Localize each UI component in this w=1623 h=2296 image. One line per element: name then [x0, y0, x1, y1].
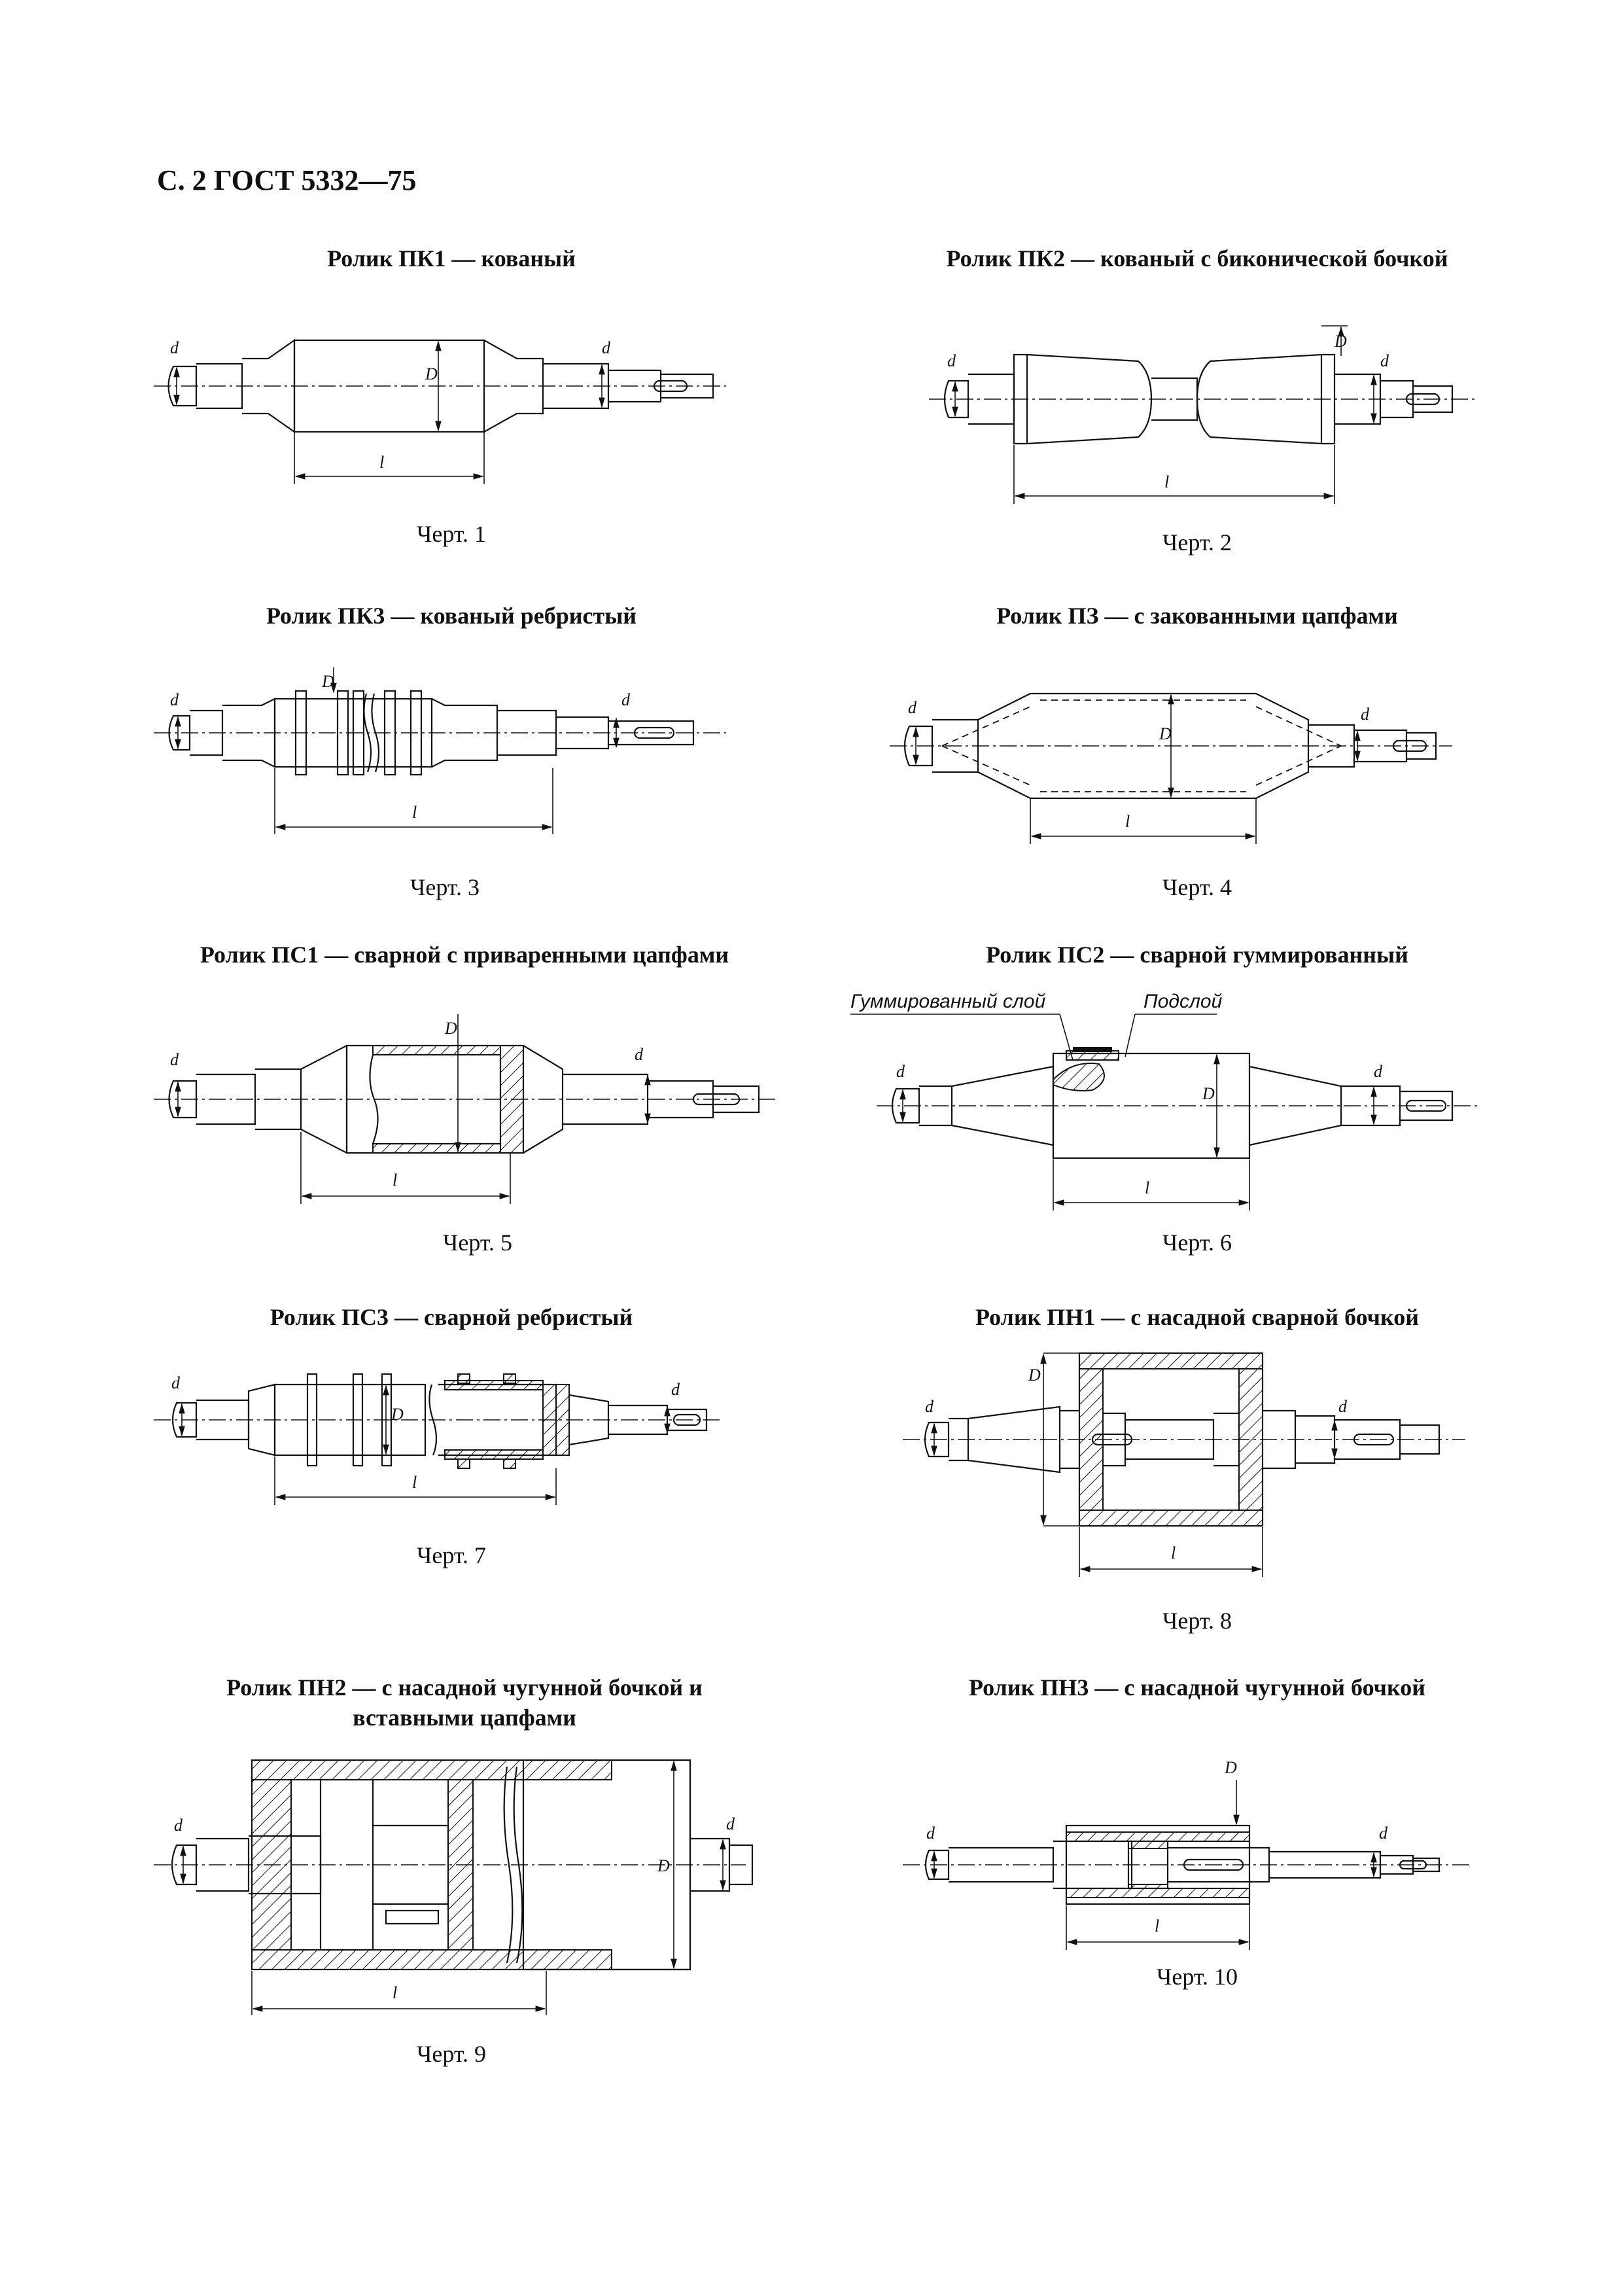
fig8-d-right: d	[1338, 1397, 1348, 1416]
figure-3-title: Ролик ПК3 — кованый ребристый	[266, 603, 637, 629]
figure-1-caption: Черт. 1	[417, 521, 486, 547]
fig10-D: D	[1224, 1758, 1237, 1777]
fig1-D: D	[425, 364, 438, 383]
figure-1-title: Ролик ПК1 — кованый	[327, 245, 576, 272]
fig6-D: D	[1202, 1084, 1215, 1103]
fig1-d-right: d	[602, 338, 611, 357]
fig2-d-right: d	[1380, 351, 1389, 370]
figure-7-title: Ролик ПС3 — сварной ребристый	[270, 1304, 633, 1330]
fig2-l: l	[1164, 472, 1169, 491]
fig8-l: l	[1171, 1544, 1176, 1563]
fig9-d-left: d	[174, 1816, 183, 1835]
fig7-d-left: d	[171, 1373, 181, 1392]
figure-5-caption: Черт. 5	[443, 1229, 512, 1256]
fig5-d-left: d	[170, 1050, 179, 1069]
figure-9-title: Ролик ПН2 — с насадной чугунной бочкой и…	[226, 1674, 703, 1731]
figure-4-caption: Черт. 4	[1162, 874, 1232, 900]
fig3-D: D	[321, 672, 334, 691]
figure-5-title: Ролик ПС1 — сварной с приваренными цапфа…	[200, 942, 729, 968]
figure-10-title: Ролик ПН3 — с насадной чугунной бочкой	[969, 1674, 1425, 1701]
fig7-D: D	[391, 1405, 404, 1424]
fig10-d-left: d	[926, 1824, 935, 1843]
figure-4-drawing: d D d l	[890, 692, 1452, 844]
figure-4-title: Ролик ПЗ — с закованными цапфами	[996, 603, 1398, 629]
fig6-d-right: d	[1374, 1062, 1383, 1081]
figure-6-drawing: d D d l	[850, 1014, 1478, 1210]
fig3-d-right: d	[621, 690, 631, 709]
fig4-D: D	[1159, 724, 1172, 743]
figure-9-caption: Черт. 9	[417, 2041, 486, 2067]
figure-6-title: Ролик ПС2 — сварной гуммированный	[986, 942, 1408, 968]
fig10-d-right: d	[1379, 1824, 1388, 1843]
figure-7-caption: Черт. 7	[417, 1542, 486, 1568]
fig8-D: D	[1028, 1366, 1041, 1385]
figure-3-caption: Черт. 3	[410, 874, 480, 900]
figure-1-drawing: d D d l	[154, 338, 726, 484]
fig2-D: D	[1334, 332, 1347, 351]
fig9-d-right: d	[726, 1814, 735, 1833]
figure-5-drawing: d D d l	[154, 1014, 778, 1204]
fig4-l: l	[1125, 812, 1130, 831]
figure-10-drawing: d D d l	[903, 1758, 1472, 1950]
fig5-d-right: d	[635, 1045, 644, 1064]
fig4-d-right: d	[1361, 705, 1370, 724]
fig9-l: l	[393, 1983, 397, 2002]
figure-8-drawing: d D d l	[903, 1352, 1465, 1577]
callout-rubber-layer: Гуммированный слой	[850, 991, 1046, 1012]
fig3-l: l	[412, 803, 417, 822]
figure-7-drawing: d D d l	[154, 1373, 720, 1505]
figure-6-caption: Черт. 6	[1162, 1229, 1232, 1256]
fig10-l: l	[1155, 1916, 1159, 1935]
figure-10-caption: Черт. 10	[1157, 1964, 1238, 1990]
page-header: С. 2 ГОСТ 5332—75	[157, 164, 417, 196]
fig1-l: l	[379, 453, 384, 472]
fig5-l: l	[393, 1171, 397, 1190]
fig3-d-left: d	[170, 690, 179, 709]
fig4-d-left: d	[908, 698, 917, 717]
fig9-D: D	[657, 1856, 670, 1875]
fig6-d-left: d	[896, 1062, 905, 1081]
fig8-d-left: d	[925, 1397, 934, 1416]
fig1-d-left: d	[170, 338, 179, 357]
figure-9-drawing: d D d l	[154, 1759, 754, 2015]
fig7-d-right: d	[671, 1380, 680, 1399]
figure-2-title: Ролик ПК2 — кованый с биконической бочко…	[946, 245, 1448, 272]
figure-8-caption: Черт. 8	[1162, 1608, 1232, 1634]
figure-2-caption: Черт. 2	[1162, 529, 1232, 556]
callout-sublayer: Подслой	[1143, 991, 1223, 1012]
fig6-l: l	[1145, 1178, 1149, 1197]
figure-2-drawing: d D d l	[929, 325, 1478, 504]
figure-3-drawing: d D d l	[154, 667, 726, 834]
fig2-d-left: d	[947, 351, 956, 370]
figure-8-title: Ролик ПН1 — с насадной сварной бочкой	[975, 1304, 1419, 1330]
fig5-D: D	[444, 1019, 457, 1038]
fig7-l: l	[412, 1473, 417, 1492]
